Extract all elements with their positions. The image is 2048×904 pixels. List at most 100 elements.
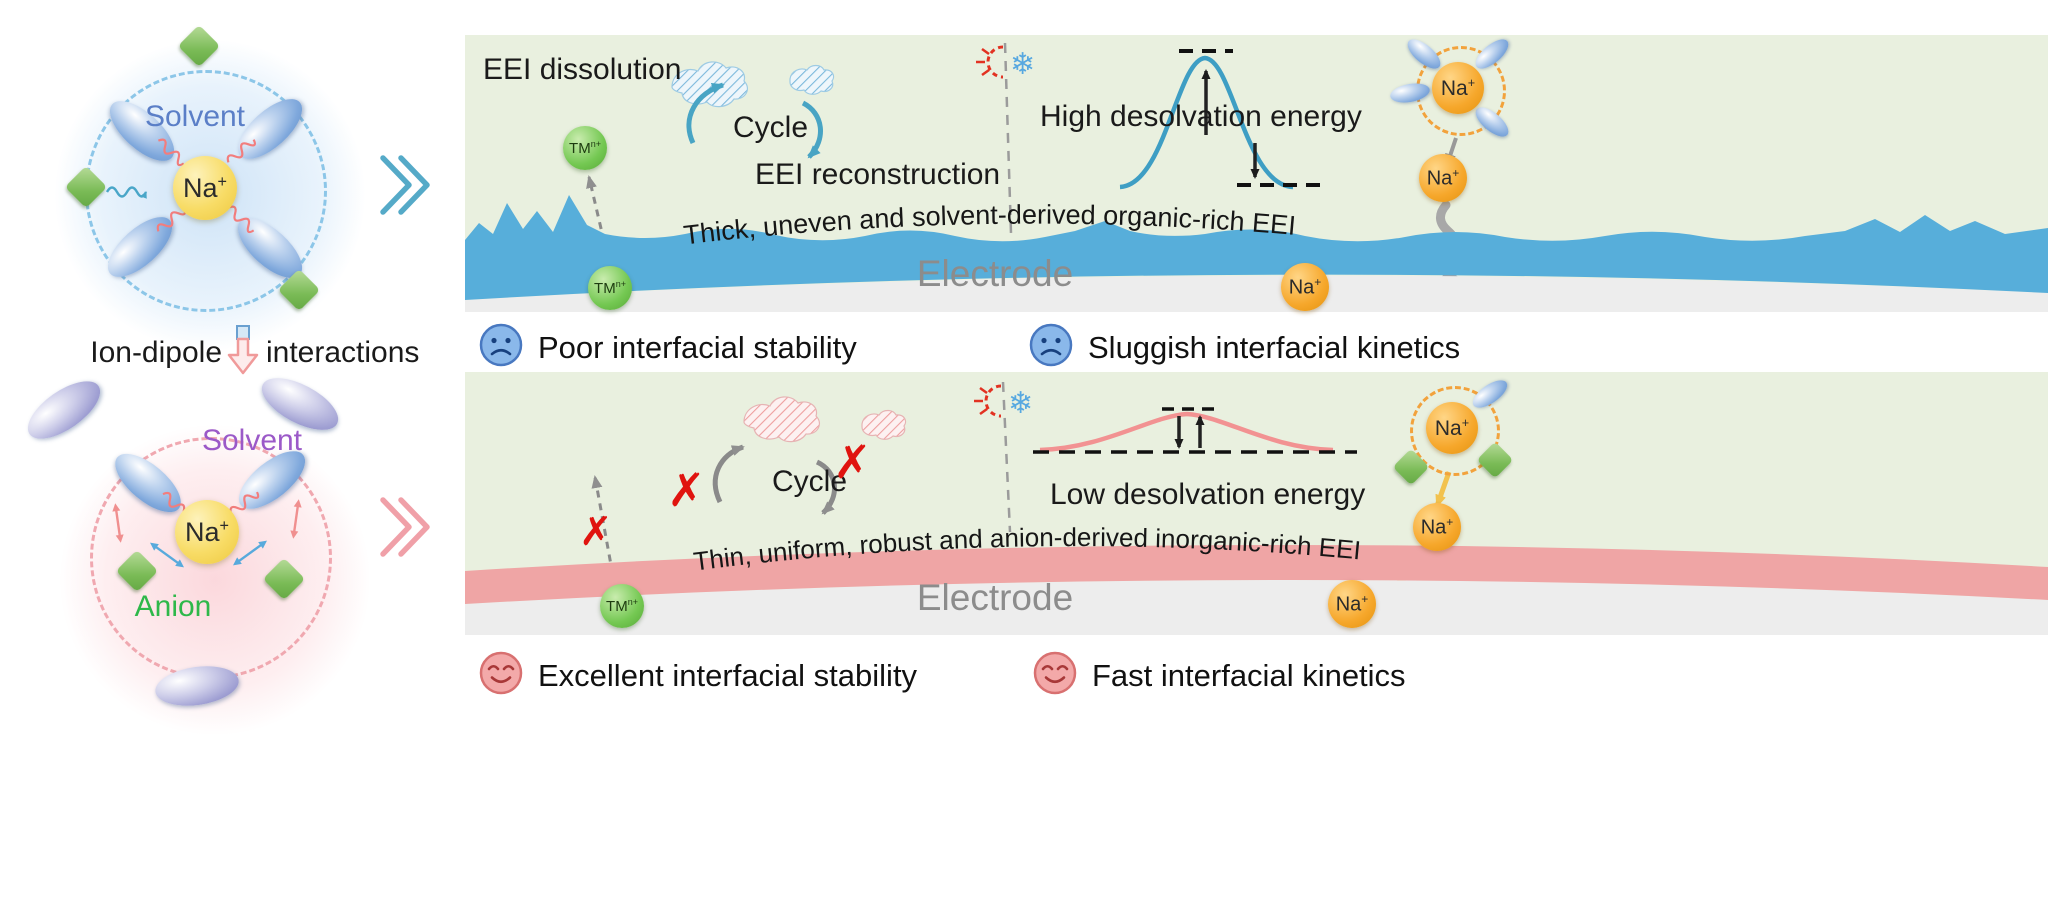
double-arrow-vertical-icon	[112, 503, 124, 543]
tm-ion: TMn+	[600, 584, 644, 628]
solvent-label-bottom: Solvent	[201, 424, 303, 457]
cycle-arrow-left	[712, 444, 745, 504]
tm-text: TM	[594, 280, 616, 297]
na-ion-label: Na+	[1441, 77, 1475, 99]
tm-ion-label: TMn+	[606, 597, 638, 615]
happy-face-icon	[479, 651, 523, 695]
caption-sluggish-kinetics: Sluggish interfacial kinetics	[1088, 330, 1461, 365]
sad-face-icon	[479, 323, 523, 367]
na-ion-label: Na+	[183, 174, 227, 202]
electrode-shape	[465, 275, 2048, 312]
chevron-arrow-icon	[380, 155, 430, 215]
caption-excellent-stability: Excellent interfacial stability	[538, 658, 918, 693]
tm-sup: n+	[615, 279, 626, 289]
optimized-electrolyte-panel: ❄ Thin, uniform, robust and anion-derive…	[465, 372, 2048, 635]
na-ion: Na+	[1328, 580, 1376, 628]
eei-dissolution-label: EEI dissolution	[483, 53, 682, 86]
tm-ion: TMn+	[588, 266, 632, 310]
ion-dipole-bond-icon	[226, 139, 256, 163]
happy-face-icon	[1033, 651, 1077, 695]
ion-dipole-bond-icon	[156, 208, 186, 232]
na-sup: +	[1467, 76, 1476, 90]
na-text: Na	[1420, 516, 1447, 539]
chevron-arrow-icon	[380, 497, 430, 557]
tm-sup: n+	[627, 597, 638, 607]
desolvation-arrow	[1434, 471, 1452, 508]
dissolved-eei-cloud	[671, 61, 748, 108]
double-arrow-anion-icon	[150, 542, 184, 568]
solvation-ring	[1410, 386, 1500, 476]
top-panel-graphics: ❄ Thick, uneven and solvent-derived orga…	[465, 42, 2048, 312]
ion-dipole-bond-icon	[157, 138, 185, 167]
tm-sup: n+	[590, 139, 601, 149]
high-desolvation-curve	[1119, 55, 1294, 190]
double-arrow-vertical-icon	[290, 499, 302, 539]
eei-reconstruction-label: EEI reconstruction	[755, 158, 1001, 191]
dissolved-eei-cloud	[743, 396, 820, 443]
na-sup: +	[217, 173, 227, 191]
na-ion: Na+	[1413, 503, 1461, 551]
caption-fast-kinetics: Fast interfacial kinetics	[1092, 658, 1406, 693]
na-text: Na	[1288, 276, 1315, 299]
na-sup: +	[1446, 515, 1454, 530]
dissolved-eei-cloud	[861, 409, 907, 440]
wavy-interaction-arrow-icon	[105, 186, 148, 199]
cycle-arrow-left	[686, 82, 725, 145]
desolvation-energy-label: High desolvation energy	[1040, 100, 1362, 133]
cycle-arrow-right	[815, 459, 837, 515]
na-text: Na	[1426, 167, 1453, 190]
desolvation-energy-label: Low desolvation energy	[1050, 478, 1366, 511]
tm-text: TM	[606, 598, 628, 615]
tm-text: TM	[569, 140, 591, 157]
snowflake-icon: ❄	[1010, 47, 1035, 82]
tm-ion-label: TMn+	[594, 279, 626, 297]
na-text: Na	[1335, 593, 1362, 616]
na-ion-label: Na+	[1435, 417, 1469, 439]
na-ion-label: Na+	[1289, 276, 1322, 298]
dissolved-eei-cloud-group	[743, 396, 907, 443]
cycle-label: Cycle	[733, 111, 809, 144]
na-text: Na	[1434, 417, 1462, 440]
na-ion-label: Na+	[1336, 593, 1369, 615]
na-ion: Na+	[1426, 402, 1478, 454]
down-arrow-icon	[227, 325, 259, 375]
dissolved-eei-cloud	[789, 64, 835, 95]
electrode-shape	[465, 579, 2048, 635]
temperature-icon: ❄	[974, 384, 1033, 421]
na-ion-label: Na+	[185, 518, 229, 546]
ion-dipole-bond-icon	[227, 205, 255, 234]
na-text: Na	[183, 173, 218, 203]
na-text: Na	[185, 517, 220, 547]
free-solvent-molecule	[18, 370, 110, 450]
na-sup: +	[1314, 275, 1322, 290]
electrode-label: Electrode	[916, 577, 1074, 618]
na-ion: Na+	[1432, 62, 1484, 114]
na-ion: Na+	[175, 500, 239, 564]
bottom-panel-graphics: ❄ Thin, uniform, robust and anion-derive…	[465, 381, 2048, 635]
tm-ion: TMn+	[563, 126, 607, 170]
ion-dipole-bond-icon	[229, 491, 260, 515]
na-sup: +	[1361, 592, 1369, 607]
electrode-label: Electrode	[916, 253, 1074, 294]
blocked-cross-icon: ✗	[579, 509, 613, 555]
na-ion: Na+	[173, 156, 237, 220]
dashed-divider-line	[1001, 381, 1012, 533]
na-text: Na	[1440, 77, 1468, 100]
na-sup: +	[1461, 416, 1470, 430]
na-ion-label: Na+	[1427, 167, 1460, 189]
tm-ion-label: TMn+	[569, 139, 601, 157]
na-ion: Na+	[1281, 263, 1329, 311]
ion-dipole-label-suffix: interactions	[266, 336, 420, 369]
conventional-electrolyte-panel: ❄ Thick, uneven and solvent-derived orga…	[465, 34, 2048, 312]
snowflake-icon: ❄	[1008, 386, 1033, 421]
ion-dipole-label-prefix: Ion-dipole	[90, 336, 222, 369]
caption-poor-stability: Poor interfacial stability	[538, 330, 857, 365]
low-desolvation-curve	[1039, 411, 1334, 453]
solvent-label-top: Solvent	[144, 100, 246, 133]
eei-band-shape	[465, 544, 2048, 604]
na-sup: +	[1452, 166, 1460, 181]
eei-band-shape	[465, 195, 2048, 300]
sad-face-icon	[1029, 323, 1073, 367]
na-ion-label: Na+	[1421, 516, 1454, 538]
